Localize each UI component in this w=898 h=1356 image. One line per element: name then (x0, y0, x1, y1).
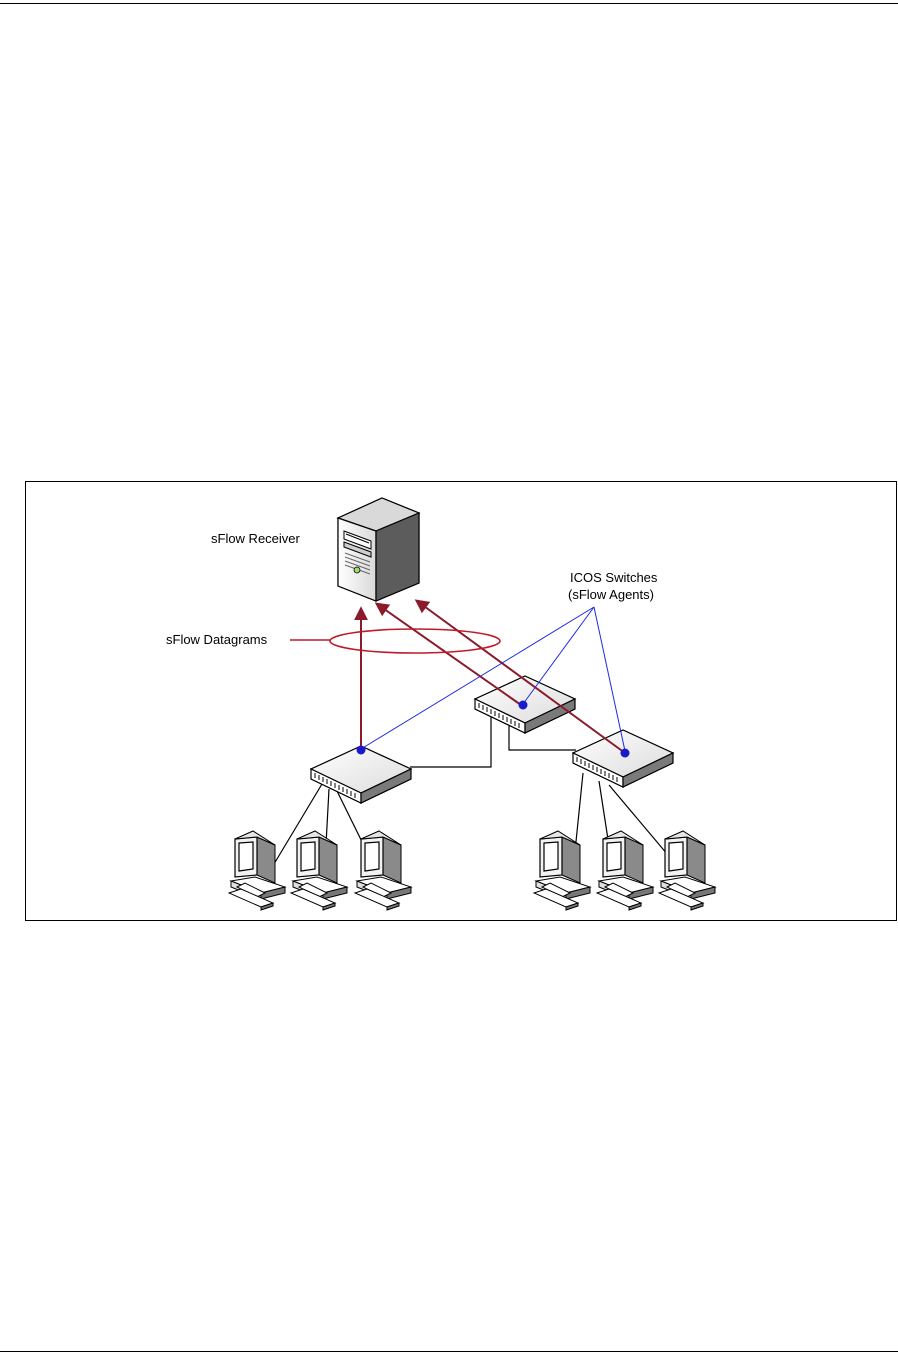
agent-dot (519, 701, 528, 710)
workstation-icon (534, 831, 590, 910)
sflow-datagram-arrows (361, 601, 625, 753)
workstation-icon (229, 831, 285, 910)
server-icon (338, 498, 419, 601)
receiver-label: sFlow Receiver (211, 531, 301, 546)
switch-links (410, 716, 576, 767)
header-rule (0, 3, 898, 4)
agent-dot (621, 749, 630, 758)
workstation-icon (355, 831, 411, 910)
workstation-icon (659, 831, 715, 910)
agents-label: (sFlow Agents) (568, 587, 654, 602)
workstation-icon (597, 831, 653, 910)
datagrams-label: sFlow Datagrams (166, 632, 268, 647)
switch-icon (573, 730, 673, 787)
footer-rule (0, 1351, 898, 1352)
switches-label: ICOS Switches (570, 570, 658, 585)
switch-icon (311, 746, 411, 803)
workstation-icon (291, 831, 347, 910)
datagram-ellipse (290, 629, 500, 653)
agent-dot (357, 746, 366, 755)
sflow-network-diagram: sFlow Receiver sFlow Datagrams ICOS Swit… (25, 481, 897, 921)
